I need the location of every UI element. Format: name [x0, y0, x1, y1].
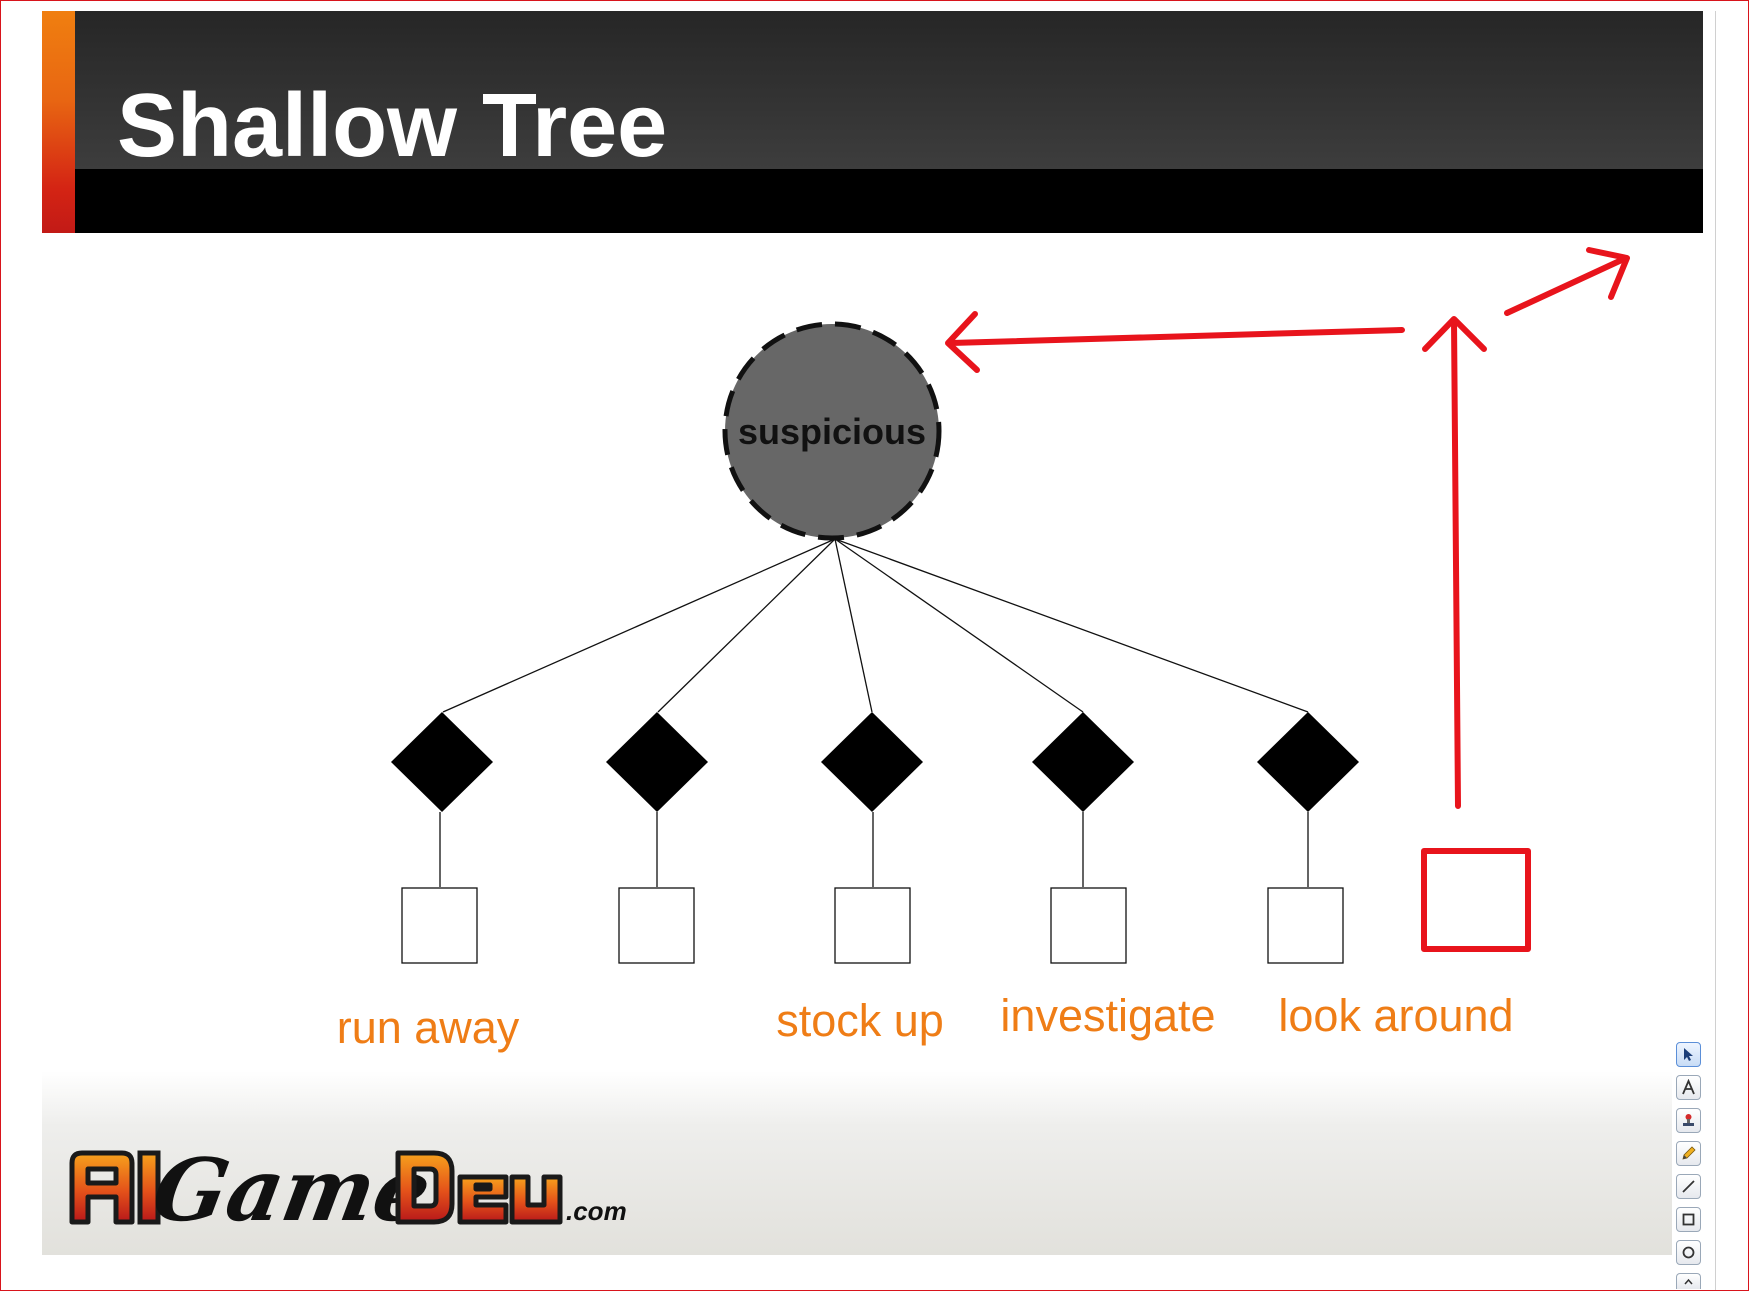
slide-footer: Game .com [42, 1071, 1672, 1255]
logo-game-script: Game [146, 1141, 439, 1241]
ellipse-tool-button[interactable] [1676, 1240, 1701, 1265]
slide-title: Shallow Tree [117, 76, 668, 176]
chevron-up-icon [1684, 1278, 1693, 1285]
cursor-arrow-icon [1684, 1048, 1693, 1061]
line-tool-button[interactable] [1676, 1174, 1701, 1199]
pencil-tool-button[interactable] [1676, 1141, 1701, 1166]
more-tools-button[interactable] [1676, 1273, 1701, 1289]
stamp-tool-button[interactable] [1676, 1108, 1701, 1133]
pencil-icon [1682, 1146, 1696, 1160]
svg-text:.com: .com [566, 1196, 627, 1226]
letter-a-icon [1682, 1079, 1695, 1095]
aigamedev-logo: Game .com [69, 1141, 627, 1241]
title-accent-stripe [42, 11, 75, 233]
rectangle-tool-button[interactable] [1676, 1207, 1701, 1232]
text-tool-button[interactable] [1676, 1075, 1701, 1100]
square-icon [1682, 1213, 1695, 1226]
select-tool-button[interactable] [1676, 1042, 1701, 1067]
circle-icon [1682, 1246, 1695, 1259]
annotation-toolbar [1672, 1037, 1706, 1290]
stamp-icon [1683, 1114, 1694, 1126]
title-bar-gradient [42, 11, 1703, 169]
title-bar: Shallow Tree [42, 11, 1703, 233]
line-icon [1682, 1180, 1695, 1193]
